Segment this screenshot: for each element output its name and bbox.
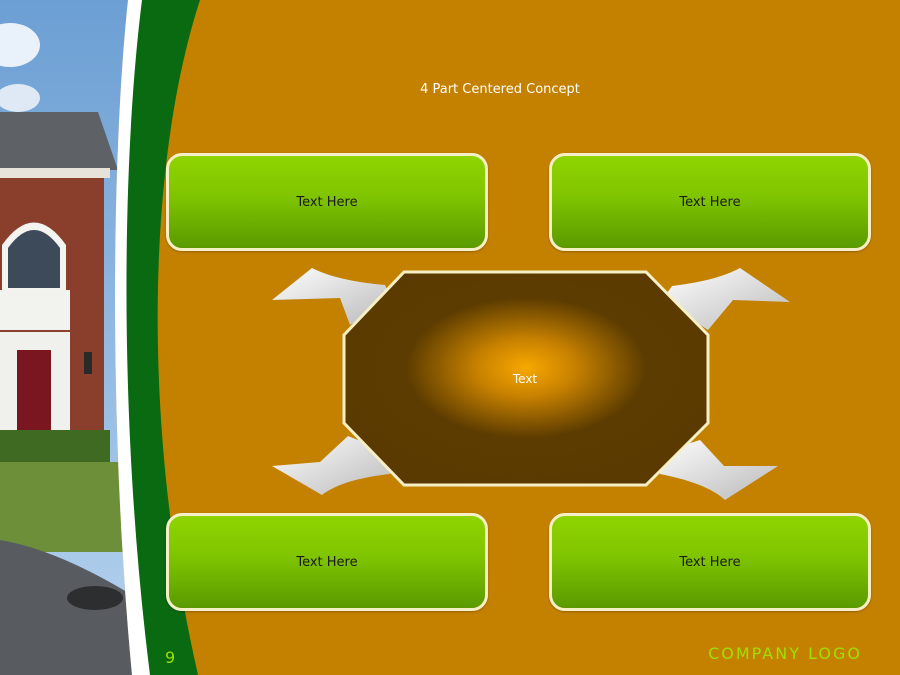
company-logo: COMPANY LOGO [708,644,862,663]
center-octagon [342,270,710,487]
concept-box-label: Text Here [296,194,358,210]
white-curve-band [115,0,160,675]
concept-box-bottom-right: Text Here [549,513,871,611]
concept-box-label: Text Here [679,194,741,210]
concept-box-top-left: Text Here [166,153,488,251]
center-label: Text [512,372,538,386]
house-photo [0,0,132,675]
concept-box-bottom-left: Text Here [166,513,488,611]
arrow-bottom-right [652,440,778,500]
concept-box-top-right: Text Here [549,153,871,251]
green-curve-band [126,0,200,675]
page-number: 9 [165,648,176,667]
arrow-top-right [662,268,790,330]
concept-box-label: Text Here [296,554,358,570]
concept-box-label: Text Here [679,554,741,570]
slide-title: 4 Part Centered Concept [420,82,580,97]
arrow-bottom-left [272,436,395,495]
arrow-top-left [272,268,392,325]
